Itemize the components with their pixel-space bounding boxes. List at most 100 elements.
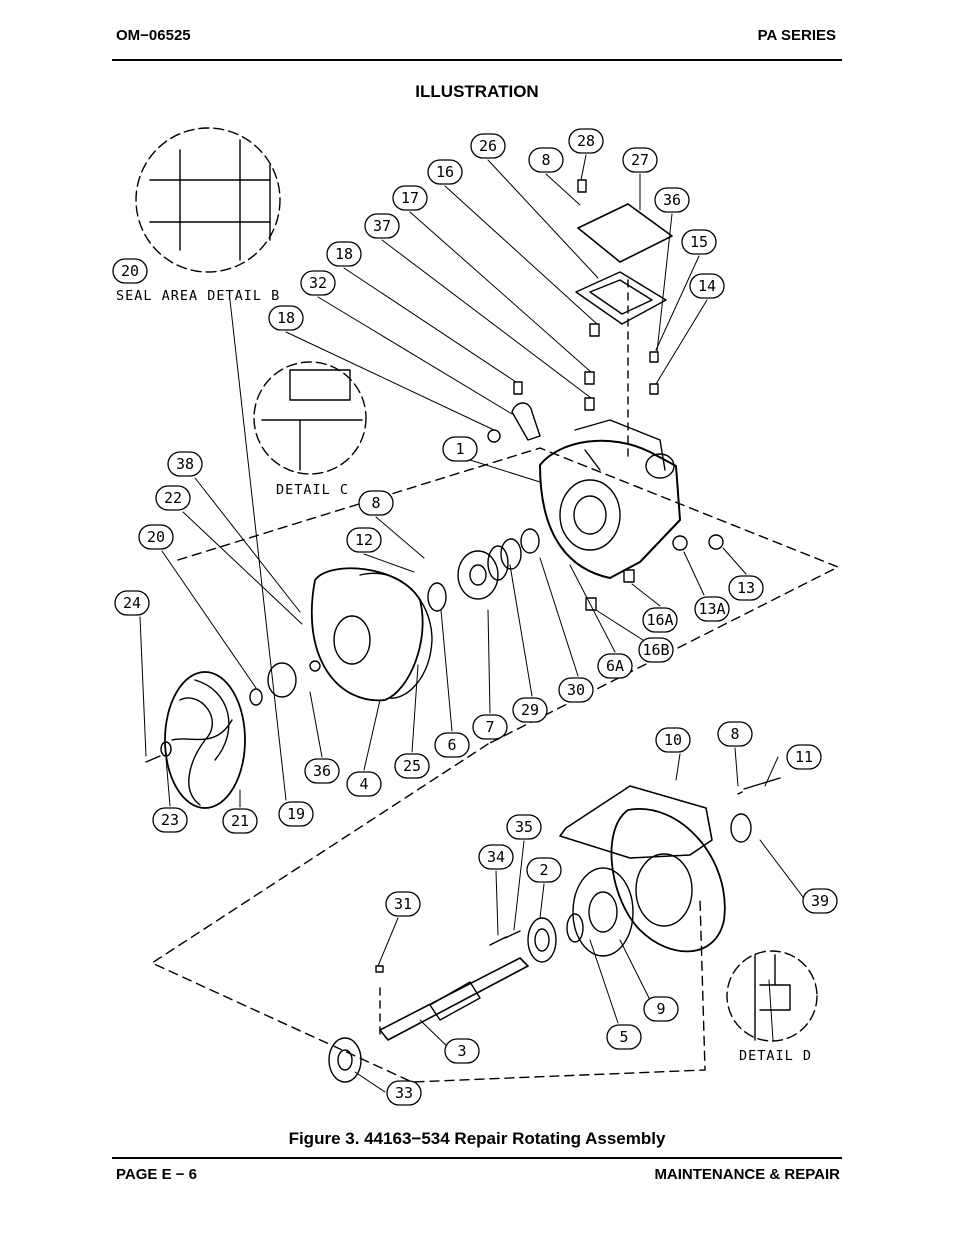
casing-inner-bore	[573, 495, 607, 535]
callout-leader	[343, 267, 517, 383]
cover-plate	[577, 203, 673, 263]
callout-leader	[444, 185, 598, 325]
callout-leader	[722, 547, 747, 575]
callout-37: 37	[364, 213, 400, 239]
series-name: PA SERIES	[757, 27, 836, 44]
callout-1: 1	[442, 436, 478, 462]
callout-number: 12	[355, 531, 373, 549]
callout-6A: 6A	[597, 653, 633, 679]
callout-balloon	[717, 721, 753, 747]
callout-leader	[759, 839, 807, 902]
bearing-2-bore	[534, 928, 550, 952]
callout-leader	[539, 557, 579, 677]
callout-number: 33	[395, 1084, 413, 1102]
bearing-33-bore	[337, 1049, 353, 1071]
callout-6: 6	[434, 732, 470, 758]
callout-28: 28	[568, 128, 604, 154]
callout-number: 7	[485, 718, 494, 736]
fitting-14	[649, 383, 659, 395]
callout-leader	[656, 213, 673, 353]
callout-35: 35	[506, 814, 542, 840]
callout-number: 29	[521, 701, 539, 719]
callout-14: 14	[689, 273, 725, 299]
callout-leader	[683, 551, 705, 596]
callout-balloon	[304, 758, 340, 784]
callout-balloon	[385, 891, 421, 917]
callout-leader	[182, 511, 303, 625]
callout-leader	[513, 840, 525, 931]
impeller-screw	[145, 755, 161, 763]
callout-number: 36	[663, 191, 681, 209]
callout-8: 8	[358, 490, 394, 516]
callout-balloon	[394, 753, 430, 779]
callout-balloon	[728, 575, 764, 601]
callout-balloon	[512, 697, 548, 723]
callout-22: 22	[155, 485, 191, 511]
section-name: MAINTENANCE & REPAIR	[654, 1166, 840, 1183]
callout-number: 30	[567, 681, 585, 699]
frame-body	[610, 808, 726, 953]
callout-number: 20	[147, 528, 165, 546]
callout-number: 1	[455, 440, 464, 458]
callout-leader	[354, 1071, 386, 1093]
header-rule	[112, 59, 842, 61]
callout-balloon	[364, 213, 400, 239]
callout-number: 13A	[698, 600, 725, 618]
callout-31: 31	[385, 891, 421, 917]
callout-leader	[469, 459, 541, 483]
casing-bore	[559, 479, 621, 551]
callout-number: 23	[161, 811, 179, 829]
callout-number: 21	[231, 812, 249, 830]
key-31	[375, 965, 384, 973]
callout-number: 5	[619, 1028, 628, 1046]
gasket	[575, 271, 667, 325]
o-ring-29	[487, 545, 509, 581]
callout-leader	[569, 564, 616, 653]
callout-number: 25	[403, 757, 421, 775]
callout-number: 22	[164, 489, 182, 507]
callout-balloon	[558, 677, 594, 703]
callout-balloon	[222, 808, 258, 834]
callout-17: 17	[392, 185, 428, 211]
callout-balloon	[386, 1080, 422, 1106]
keys-34-35	[489, 930, 521, 946]
fitting-15	[649, 351, 659, 363]
callout-leader	[539, 883, 545, 919]
plug-13a	[672, 535, 688, 551]
callout-balloon	[138, 524, 174, 550]
callout-16: 16	[427, 159, 463, 185]
callout-18: 18	[268, 305, 304, 331]
callout-balloon	[526, 857, 562, 883]
plug-37	[584, 397, 595, 411]
callout-33: 33	[386, 1080, 422, 1106]
callout-leader	[381, 239, 592, 399]
o-ring-36	[309, 660, 321, 672]
callout-39: 39	[802, 888, 838, 914]
callout-balloon	[606, 1024, 642, 1050]
callout-number: 31	[394, 895, 412, 913]
callout-leader	[375, 516, 425, 559]
shim-20	[249, 688, 263, 706]
callout-18: 18	[326, 241, 362, 267]
seal-area-detail-label: SEAL AREA DETAIL B	[116, 288, 280, 304]
callout-balloon	[654, 187, 690, 213]
seal-6	[427, 582, 447, 612]
bearing-housing-7	[457, 550, 499, 600]
callout-2: 2	[526, 857, 562, 883]
callout-number: 36	[313, 762, 331, 780]
frame-bore	[635, 853, 693, 927]
seal-19	[267, 662, 297, 698]
callout-number: 16	[436, 163, 454, 181]
callout-balloon	[694, 596, 730, 622]
callout-3: 3	[444, 1038, 480, 1064]
callout-number: 27	[631, 151, 649, 169]
retaining-ring-5	[566, 913, 584, 943]
callout-balloon	[681, 229, 717, 255]
callout-balloon	[326, 241, 362, 267]
callout-10: 10	[655, 727, 691, 753]
callout-9: 9	[643, 996, 679, 1022]
detail-b-section	[149, 139, 271, 261]
callout-balloon	[642, 607, 678, 633]
callout-25: 25	[394, 753, 430, 779]
callout-number: 14	[698, 277, 716, 295]
